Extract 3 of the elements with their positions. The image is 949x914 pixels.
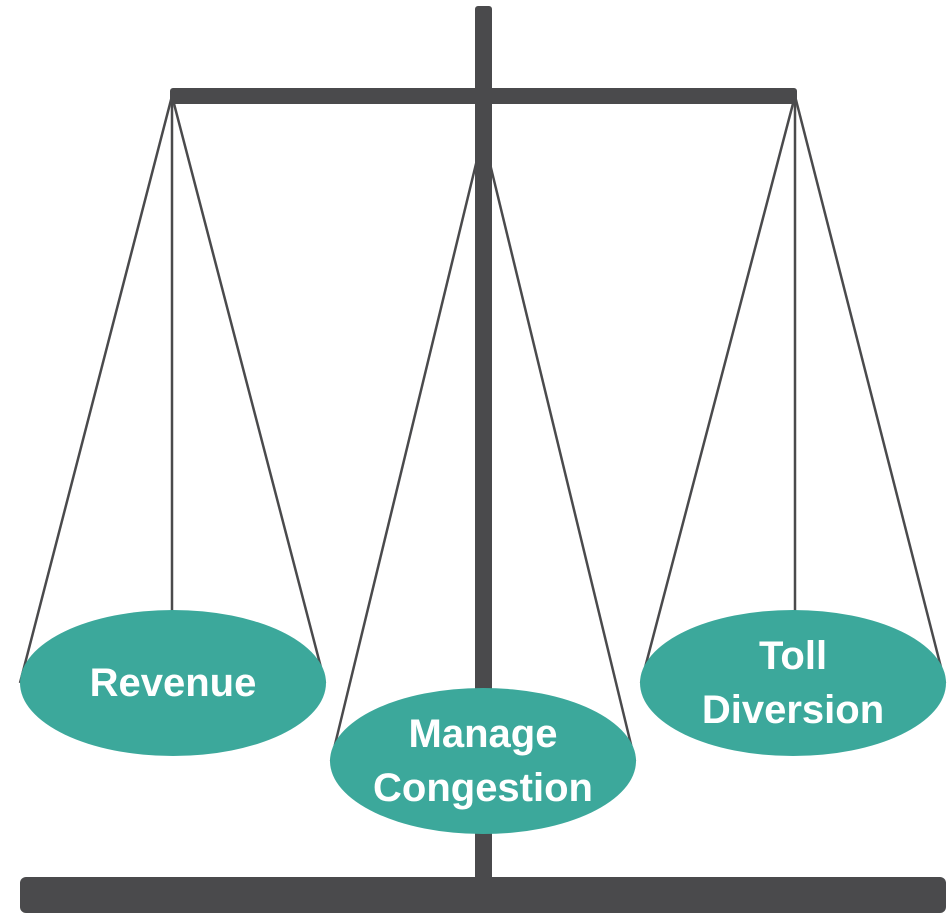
pan-label: Revenue — [88, 660, 258, 707]
pan-label: Toll Diversion — [700, 633, 886, 734]
pan-label: Manage Congestion — [372, 711, 594, 812]
